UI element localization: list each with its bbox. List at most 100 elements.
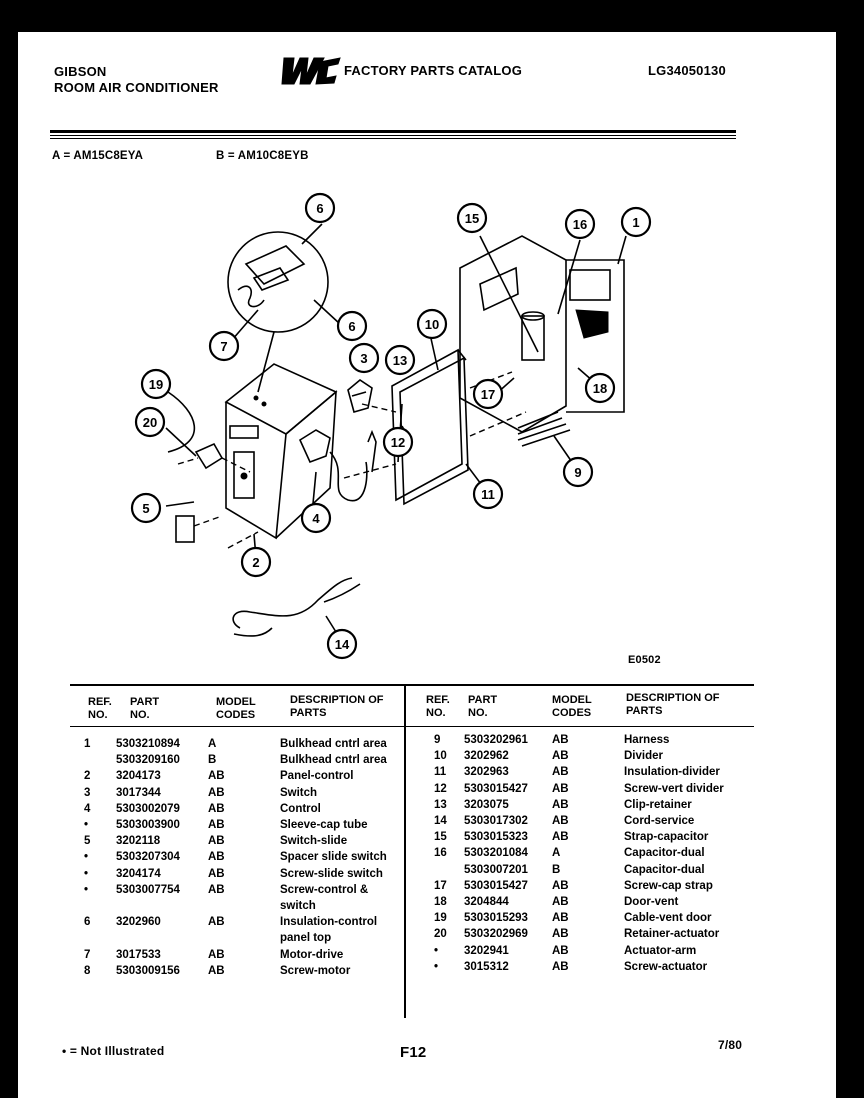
svg-text:6: 6 — [316, 201, 323, 216]
cell-ref: 9 — [434, 734, 441, 746]
cell-ref: 10 — [434, 750, 447, 763]
service-cord-part — [232, 577, 361, 637]
cell-part: 5303015293 — [464, 912, 528, 925]
cell-ref: 7 — [84, 948, 91, 961]
cell-desc: Harness — [624, 734, 670, 746]
cell-part: 3202963 — [464, 766, 509, 779]
header-part-left: PART NO. — [130, 696, 160, 721]
cell-code: AB — [552, 766, 569, 779]
cell-ref: 1 — [84, 738, 91, 750]
cell-ref: 3 — [84, 786, 91, 799]
cell-code: AB — [208, 819, 225, 831]
cell-ref: • — [434, 960, 439, 973]
cell-code: AB — [552, 928, 569, 941]
callout-1: 1 — [620, 206, 652, 238]
bulkhead-part — [459, 235, 625, 433]
svg-text:5: 5 — [142, 501, 149, 516]
cell-code: AB — [208, 851, 225, 864]
cell-code: AB — [208, 770, 225, 783]
svg-text:15: 15 — [465, 211, 479, 226]
detail-magnifier — [227, 231, 329, 393]
cell-code: AB — [208, 916, 225, 929]
cell-code: AB — [208, 948, 225, 961]
cell-part: 5303002079 — [116, 802, 180, 815]
header-rule — [50, 130, 736, 133]
cell-desc: Cord-service — [624, 815, 695, 827]
footnote: • = Not Illustrated — [62, 1044, 165, 1058]
svg-text:14: 14 — [335, 637, 350, 652]
cell-ref: 16 — [434, 847, 447, 860]
table-header-rule — [70, 726, 754, 727]
cell-part: 3202960 — [116, 916, 161, 929]
callout-2: 2 — [240, 546, 272, 578]
cell-desc: Retainer-actuator — [624, 928, 720, 941]
svg-text:13: 13 — [393, 353, 407, 368]
cell-code: AB — [552, 944, 569, 957]
cell-code: A — [208, 738, 217, 750]
cell-desc: Screw-slide switch — [280, 867, 383, 880]
cell-part: 3015312 — [464, 960, 509, 973]
svg-text:9: 9 — [574, 465, 581, 480]
header-model-left: MODEL CODES — [216, 696, 256, 721]
cell-code: AB — [552, 734, 569, 746]
cell-code: AB — [552, 815, 569, 827]
cell-desc: Screw-control & — [280, 883, 369, 896]
cell-part: 5303017302 — [464, 815, 528, 827]
cell-desc: Spacer slide switch — [280, 851, 387, 864]
cell-code: AB — [552, 798, 569, 811]
callout-3: 3 — [348, 342, 380, 374]
cell-part: 3204174 — [116, 867, 161, 880]
svg-text:6: 6 — [348, 319, 355, 334]
callout-13: 13 — [384, 344, 416, 376]
cell-part: 3017533 — [116, 948, 161, 961]
cell-desc: Switch-slide — [280, 835, 348, 848]
header-rule-thin — [50, 135, 736, 136]
cell-code: AB — [552, 912, 569, 925]
cell-part: 5303209160 — [116, 754, 180, 767]
callout-20: 20 — [134, 406, 166, 438]
cell-part: 5303202969 — [464, 928, 528, 941]
cell-part: 5303007201 — [464, 863, 528, 876]
table-divider — [404, 684, 406, 1018]
exploded-parts-diagram: 1 2 3 4 5 6 6 7 9 10 11 12 13 14 15 16 1… — [130, 192, 652, 660]
wci-logo — [281, 57, 341, 85]
cell-desc: Screw-actuator — [624, 960, 708, 973]
cell-ref: 2 — [84, 770, 91, 783]
cell-part: 3017344 — [116, 786, 161, 799]
svg-text:12: 12 — [391, 435, 405, 450]
callout-4: 4 — [300, 502, 332, 534]
header-ref-left: REF. NO. — [88, 696, 112, 721]
callout-18: 18 — [584, 372, 616, 404]
cell-code: AB — [208, 867, 225, 880]
cell-part: 5303015427 — [464, 782, 528, 795]
cell-desc: panel top — [280, 932, 332, 945]
cell-ref: 5 — [84, 835, 91, 848]
cell-part: 5303207304 — [116, 851, 180, 864]
callout-6-top: 6 — [304, 192, 336, 224]
cell-part: 3202941 — [464, 944, 509, 957]
callout-17: 17 — [472, 378, 504, 410]
table-top-rule — [70, 684, 754, 686]
header-desc-left: DESCRIPTION OF PARTS — [290, 694, 384, 719]
cell-desc: Switch — [280, 786, 318, 799]
cell-ref: • — [84, 883, 89, 896]
drawing-number: E0502 — [628, 654, 661, 666]
svg-text:3: 3 — [360, 351, 367, 366]
svg-text:11: 11 — [481, 487, 495, 502]
cell-part: 3204844 — [464, 896, 509, 908]
callout-19: 19 — [140, 368, 172, 400]
cell-ref: 6 — [84, 916, 91, 929]
svg-text:17: 17 — [481, 387, 495, 402]
cell-desc: Strap-capacitor — [624, 831, 709, 844]
cell-code: AB — [552, 896, 569, 908]
cell-code: AB — [208, 883, 225, 896]
svg-text:18: 18 — [593, 381, 607, 396]
cell-part: 5303201084 — [464, 847, 528, 860]
callout-16: 16 — [564, 208, 596, 240]
callout-12: 12 — [382, 426, 414, 458]
cell-ref: 11 — [434, 766, 447, 779]
cell-ref: 20 — [434, 928, 447, 941]
header-desc-right: DESCRIPTION OF PARTS — [626, 692, 720, 717]
cell-ref: 17 — [434, 879, 447, 892]
catalog-title: FACTORY PARTS CATALOG — [344, 63, 523, 78]
